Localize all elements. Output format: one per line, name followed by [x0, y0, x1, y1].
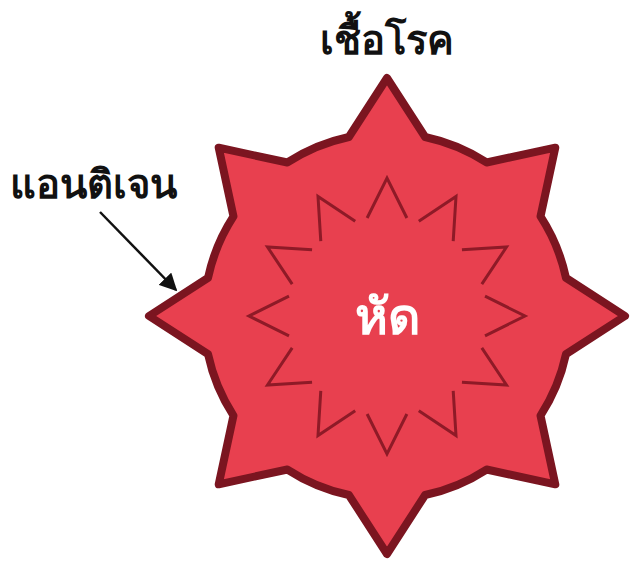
surface-marking — [249, 296, 289, 336]
surface-marking — [419, 196, 456, 241]
leader-line — [100, 212, 176, 290]
surface-marking — [318, 391, 355, 436]
surface-marking — [462, 348, 507, 385]
surface-marking — [419, 391, 456, 436]
pathogen-body — [149, 78, 625, 554]
part-label: แอนติเจน — [10, 152, 177, 216]
pathogen-name: หัด — [355, 277, 420, 356]
surface-marking — [485, 296, 525, 336]
pathogen-shape: หัด — [142, 71, 632, 561]
surface-marking — [367, 414, 407, 454]
surface-marking — [367, 178, 407, 218]
surface-marking — [267, 348, 312, 385]
surface-marking — [267, 247, 312, 284]
diagram-title: เชื้อโรค — [320, 8, 454, 72]
surface-marking — [318, 196, 355, 241]
surface-marking — [462, 247, 507, 284]
